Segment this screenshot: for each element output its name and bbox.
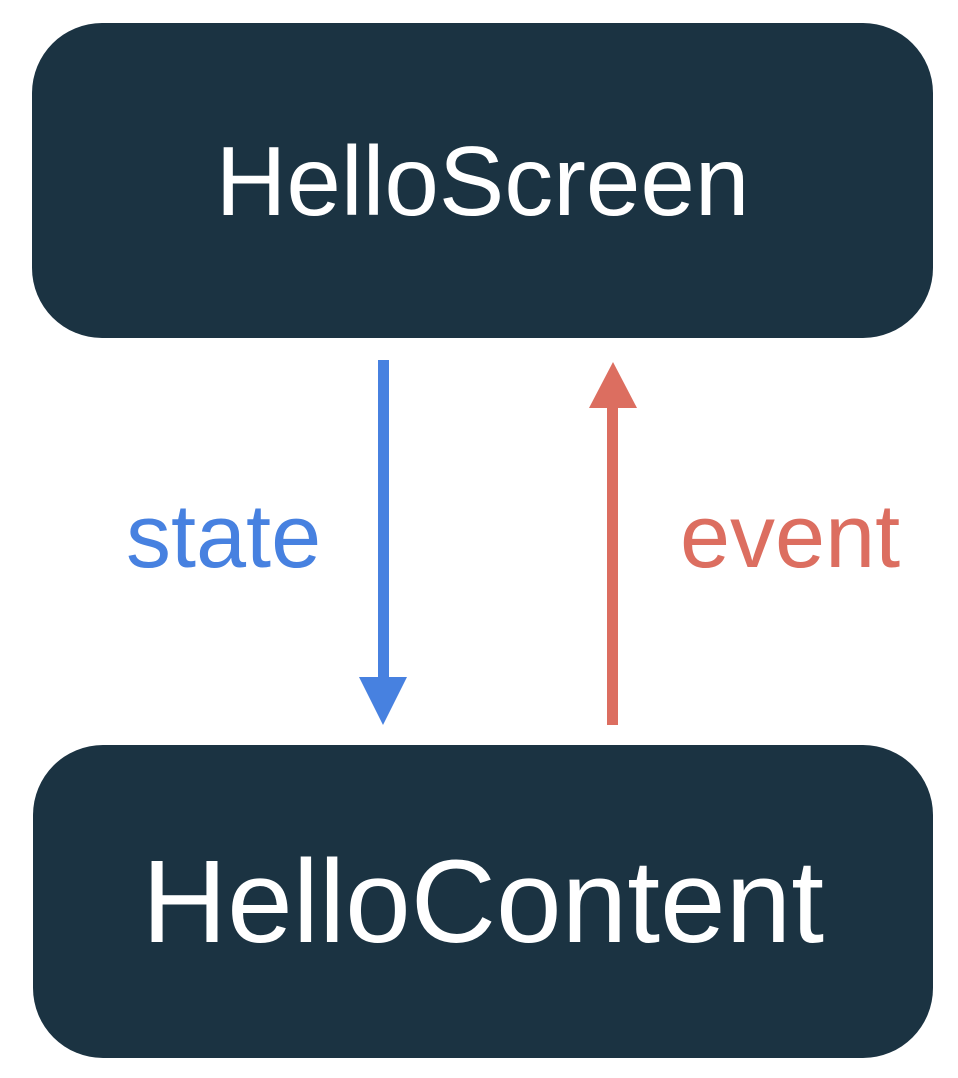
state-arrow-shaft <box>378 360 389 677</box>
state-arrowhead-down-icon <box>359 677 407 725</box>
state-edge-label: state <box>126 487 322 587</box>
hello-screen-box: HelloScreen <box>32 23 933 338</box>
event-edge-label: event <box>680 487 901 587</box>
hello-content-label: HelloContent <box>141 835 825 968</box>
hello-screen-label: HelloScreen <box>215 125 750 236</box>
hello-content-box: HelloContent <box>33 745 933 1058</box>
event-arrowhead-up-icon <box>589 362 637 408</box>
event-arrow-shaft <box>607 404 618 725</box>
